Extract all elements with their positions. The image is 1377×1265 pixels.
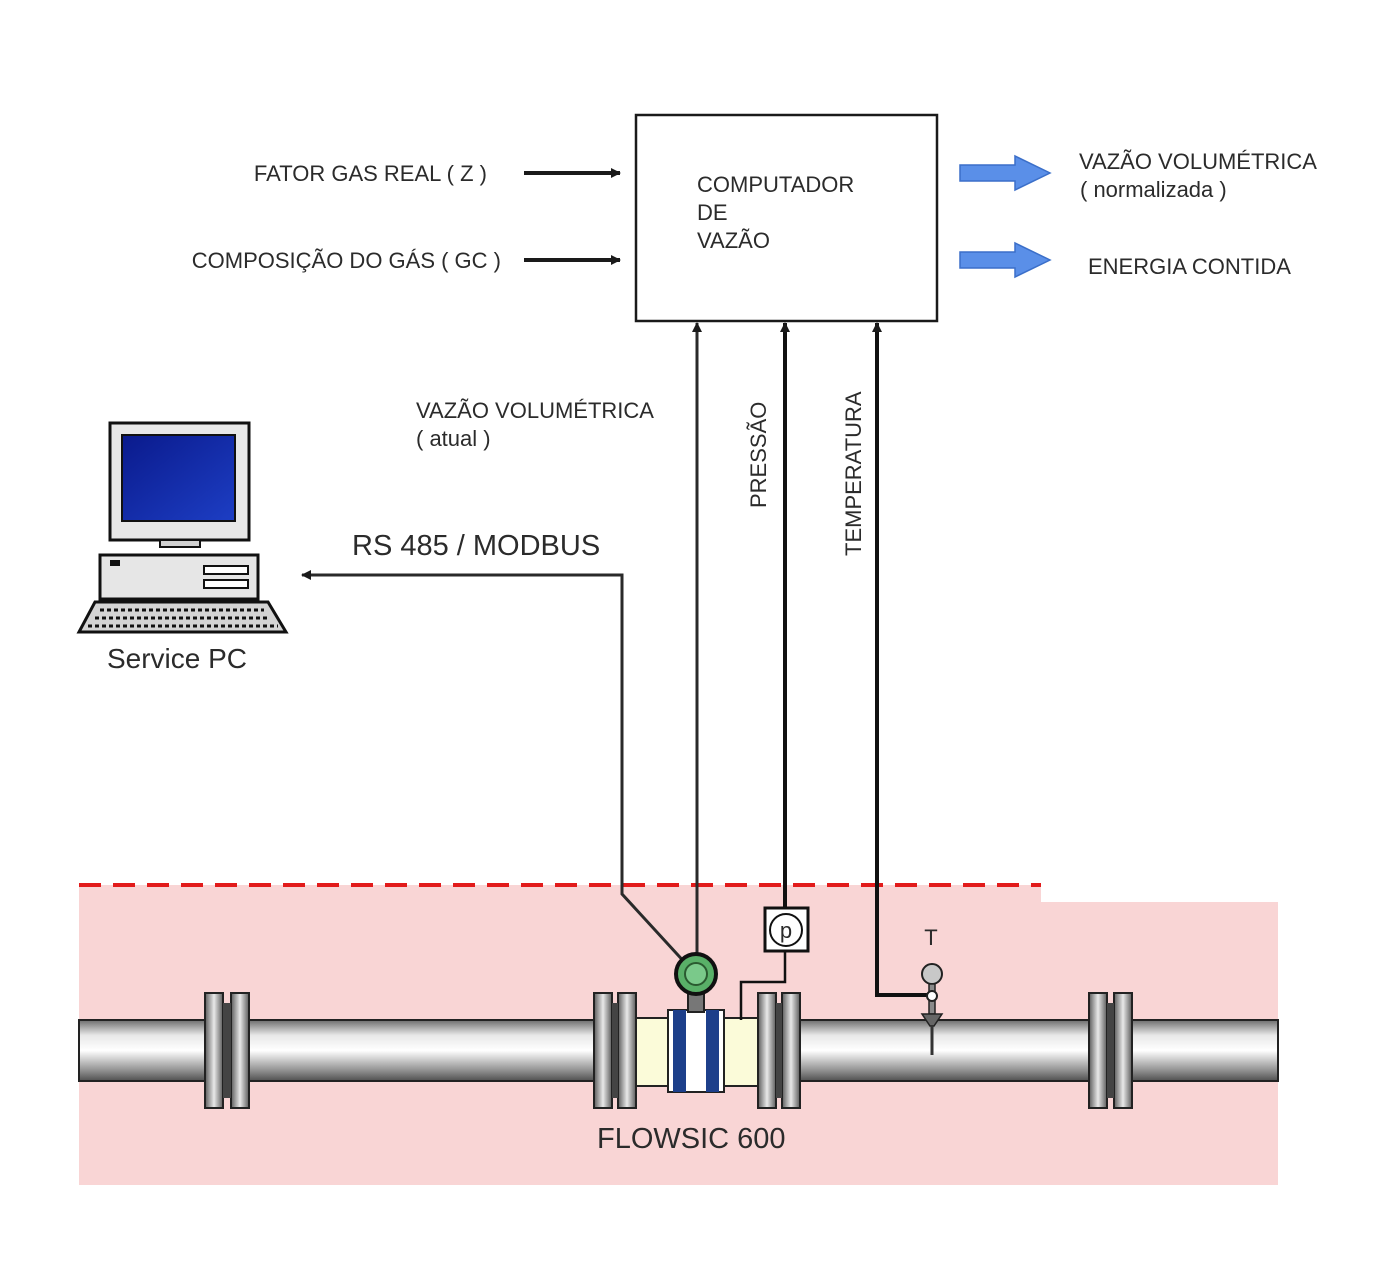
actual-flow-label-line2: ( atual ) bbox=[416, 426, 491, 451]
rs485-modbus-label: RS 485 / MODBUS bbox=[352, 530, 600, 562]
volumetric-flow-output-label-line2: ( normalizada ) bbox=[1080, 177, 1227, 202]
meter-flange-downstream bbox=[757, 992, 801, 1109]
temperature-label: TEMPERATURA bbox=[841, 391, 866, 556]
pressure-symbol: p bbox=[780, 918, 792, 943]
temperature-sensor-icon bbox=[920, 963, 944, 1055]
flow-computer-box bbox=[634, 113, 939, 323]
volumetric-flow-output-arrow bbox=[959, 154, 1052, 192]
flowsic-label: FLOWSIC 600 bbox=[597, 1123, 786, 1155]
flow-computer-label-line3: VAZÃO bbox=[697, 228, 770, 253]
temperature-symbol: T bbox=[924, 925, 937, 950]
flowsic-transducer-icon bbox=[674, 952, 718, 996]
rs485-modbus-line bbox=[301, 570, 690, 968]
gas-factor-label: FATOR GAS REAL ( Z ) bbox=[254, 161, 487, 186]
energy-output-arrow bbox=[959, 241, 1052, 279]
temperature-signal-line bbox=[872, 322, 928, 997]
actual-flow-label-line1: VAZÃO VOLUMÉTRICA bbox=[416, 398, 654, 423]
pressure-transmitter-icon bbox=[739, 906, 810, 1020]
flow-computer-label-line1: COMPUTADOR bbox=[697, 172, 854, 197]
gas-composition-label: COMPOSIÇÃO DO GÁS ( GC ) bbox=[192, 248, 501, 273]
pipe-flange-right bbox=[1088, 992, 1133, 1109]
flowsic-meter-body bbox=[635, 985, 759, 1093]
meter-flange-upstream bbox=[593, 992, 637, 1109]
volumetric-flow-output-label-line1: VAZÃO VOLUMÉTRICA bbox=[1079, 149, 1317, 174]
pressure-label: PRESSÃO bbox=[746, 402, 771, 508]
flow-computer-label-line2: DE bbox=[697, 200, 728, 225]
service-pc-label: Service PC bbox=[107, 643, 247, 674]
service-pc-icon bbox=[76, 421, 289, 634]
energy-output-label: ENERGIA CONTIDA bbox=[1088, 254, 1291, 279]
pipe-flange-left bbox=[204, 992, 250, 1109]
